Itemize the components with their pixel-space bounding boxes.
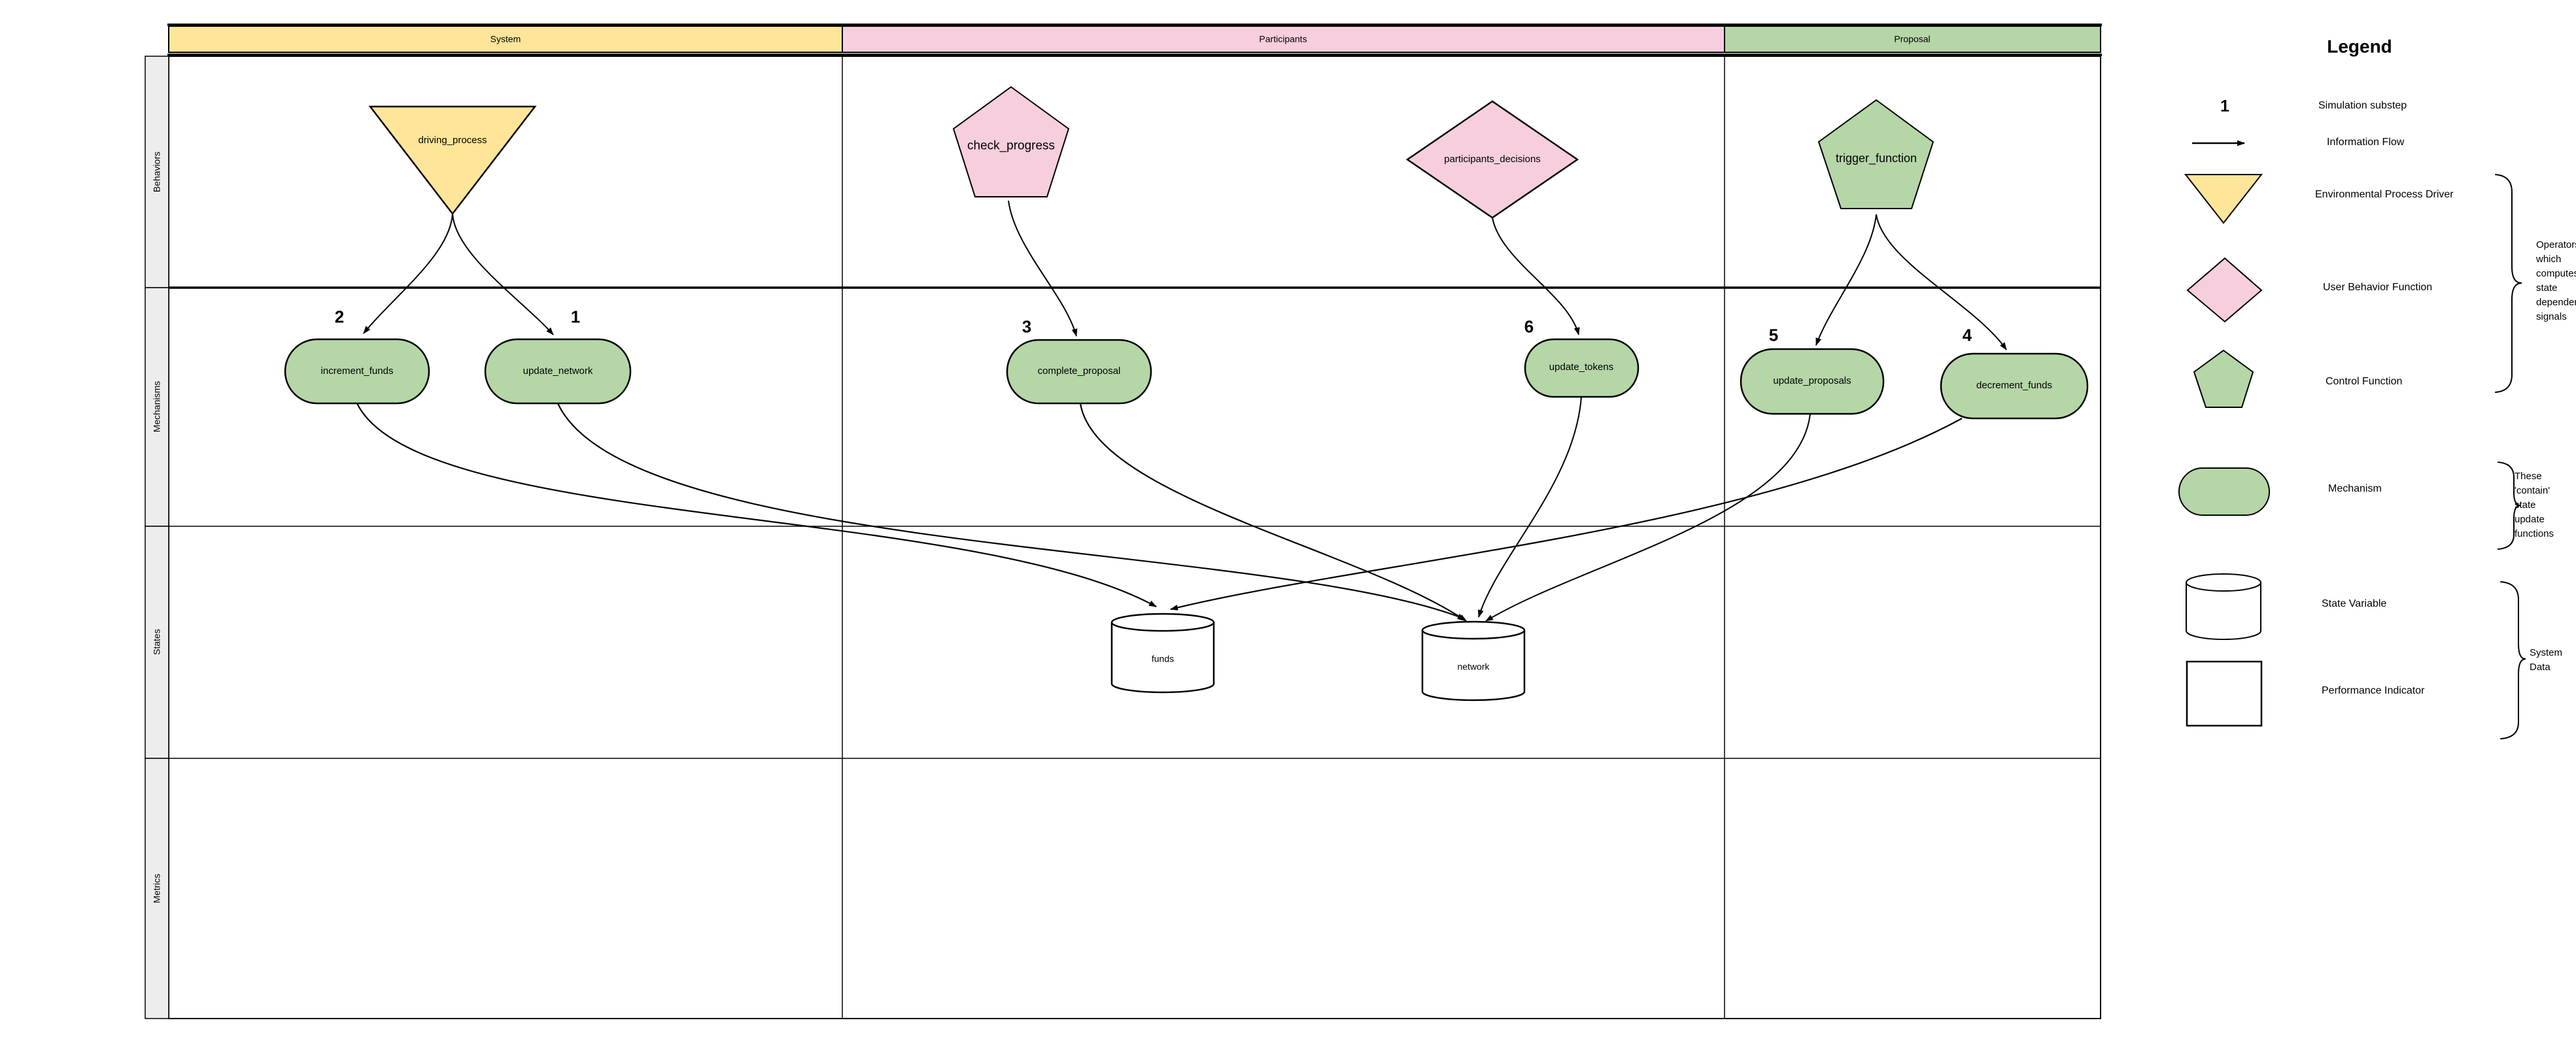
row-label-cell-mechanisms — [145, 287, 169, 527]
row-label-cell-metrics — [145, 758, 169, 1019]
annotation-line: System — [2530, 647, 2563, 658]
legend-title: Legend — [2327, 36, 2392, 57]
edge-update-network-to-network[interactable] — [557, 403, 1466, 620]
row-label-mechanisms: Mechanisms — [151, 380, 162, 433]
node-complete-proposal[interactable] — [1006, 339, 1152, 405]
node-update-network[interactable] — [484, 338, 632, 405]
annotation-line: computes — [2536, 268, 2576, 279]
node-label-check-progress: check_progress — [967, 139, 1056, 153]
node-label-complete-proposal: complete_proposal — [1037, 365, 1121, 377]
substep-decrement-funds: 4 — [1962, 325, 1972, 345]
edge-driving-process-to-increment-funds[interactable] — [363, 213, 453, 334]
row-label-states: States — [151, 629, 162, 655]
edge-complete-proposal-to-network[interactable] — [1079, 403, 1467, 622]
annotation-line: functions — [2515, 528, 2554, 539]
legend-stadium-symbol — [2178, 467, 2270, 516]
node-label-increment-funds: increment_funds — [320, 365, 394, 377]
edge-decrement-funds-to-funds[interactable] — [1170, 418, 1963, 611]
node-funds[interactable] — [1110, 613, 1215, 694]
legend-cylinder-symbol — [2186, 573, 2261, 640]
node-trigger-function[interactable] — [1817, 99, 1934, 209]
substep-update-proposals: 5 — [1768, 325, 1779, 345]
legend-number-symbol: 1 — [2220, 97, 2229, 116]
node-label-funds: funds — [1151, 653, 1175, 664]
annotation-line: These — [2515, 471, 2542, 482]
node-participants-decisions[interactable] — [1405, 100, 1579, 219]
legend-label-simulation-substep: Simulation substep — [2318, 100, 2407, 112]
node-label-update-proposals: update_proposals — [1773, 375, 1851, 386]
annotation-system-data: System Data — [2530, 646, 2575, 676]
annotation-line: Data — [2530, 662, 2550, 673]
node-network[interactable] — [1421, 620, 1526, 701]
annotation-line: signals — [2536, 311, 2567, 322]
legend-label-control-function: Control Function — [2326, 376, 2403, 388]
substep-update-network: 1 — [570, 307, 581, 327]
node-increment-funds[interactable] — [284, 338, 430, 405]
node-decrement-funds[interactable] — [1940, 352, 2089, 420]
lane-header-cell-participants — [842, 25, 1725, 53]
legend-label-user-behavior-function: User Behavior Function — [2323, 282, 2433, 294]
edge-increment-funds-to-funds[interactable] — [356, 403, 1157, 607]
node-driving-process[interactable] — [368, 105, 537, 216]
lane-header-cell-proposal — [1724, 25, 2101, 53]
row-label-cell-behaviors — [145, 56, 169, 288]
edge-trigger-function-to-decrement-funds[interactable] — [1876, 214, 2007, 350]
row-label-behaviors: Behaviors — [151, 151, 162, 193]
node-check-progress[interactable] — [952, 86, 1070, 197]
lane-header-proposal: Proposal — [1894, 33, 1931, 44]
edge-trigger-function-to-update-proposals[interactable] — [1815, 214, 1877, 346]
legend-label-information-flow: Information Flow — [2327, 137, 2405, 148]
node-update-tokens[interactable] — [1524, 338, 1640, 398]
substep-complete-proposal: 3 — [1022, 316, 1032, 337]
annotation-operators: Operators which computes state dependent… — [2536, 238, 2576, 326]
lane-header-participants: Participants — [1259, 33, 1307, 44]
legend-label-environmental-process-driver: Environmental Process Driver — [2315, 189, 2454, 201]
brace-system-data — [2500, 581, 2526, 739]
node-update-proposals[interactable] — [1740, 348, 1885, 415]
annotation-line: update — [2515, 514, 2545, 525]
row-label-cell-states — [145, 526, 169, 759]
legend-diamond-symbol — [2186, 257, 2263, 323]
brace-mechanism — [2498, 462, 2521, 550]
legend-label-mechanism: Mechanism — [2328, 483, 2382, 495]
substep-update-tokens: 6 — [1524, 316, 1534, 337]
annotation-line: 'contain' — [2515, 485, 2550, 496]
edge-check-progress-to-complete-proposal[interactable] — [1008, 200, 1078, 337]
node-label-driving-process: driving_process — [418, 134, 487, 146]
edge-participants-decisions-to-update-tokens[interactable] — [1492, 217, 1580, 335]
legend-square-symbol — [2186, 660, 2263, 727]
node-label-participants-decisions: participants_decisions — [1444, 153, 1541, 165]
annotation-line: which — [2536, 254, 2562, 265]
edge-driving-process-to-update-network[interactable] — [452, 213, 554, 335]
brace-operators — [2495, 174, 2522, 393]
node-label-decrement-funds: decrement_funds — [1976, 379, 2052, 391]
edge-update-proposals-to-network[interactable] — [1485, 413, 1811, 622]
substep-increment-funds: 2 — [334, 307, 345, 327]
annotation-line: dependent — [2536, 297, 2576, 308]
lane-header-system: System — [490, 33, 521, 44]
node-label-trigger-function: trigger_function — [1835, 152, 1917, 165]
edge-update-tokens-to-network[interactable] — [1477, 396, 1582, 618]
legend-pentagon-symbol — [2193, 349, 2254, 408]
annotation-line: Operators — [2536, 239, 2576, 250]
node-label-update-tokens: update_tokens — [1549, 361, 1614, 373]
node-label-network: network — [1457, 661, 1490, 672]
legend-triangle-symbol — [2184, 174, 2263, 224]
annotation-line: state — [2536, 282, 2558, 294]
annotation-mechanism: These 'contain' state update functions — [2515, 469, 2573, 543]
legend-label-performance-indicator: Performance Indicator — [2322, 685, 2425, 697]
row-label-metrics: Metrics — [151, 873, 162, 903]
node-label-update-network: update_network — [523, 365, 593, 377]
legend-label-state-variable: State Variable — [2322, 598, 2387, 610]
annotation-line: state — [2515, 499, 2536, 511]
